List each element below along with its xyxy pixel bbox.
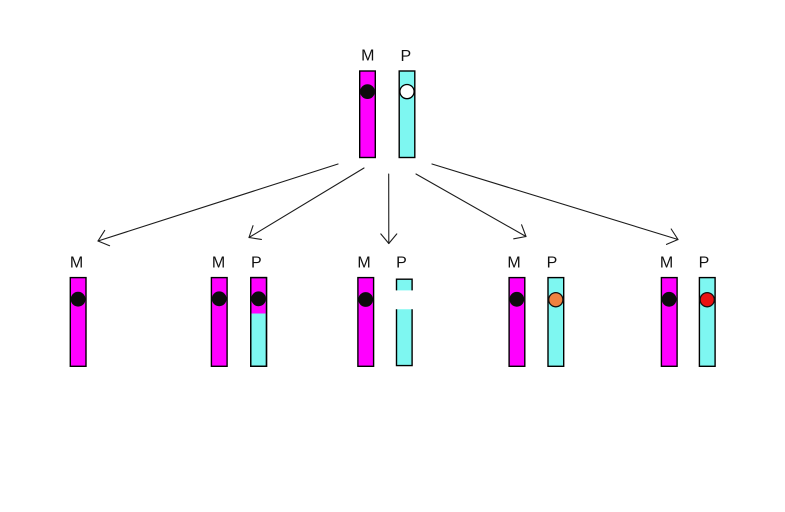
svg-text:M: M	[70, 255, 83, 272]
svg-text:P: P	[400, 48, 411, 65]
svg-text:P: P	[396, 255, 407, 272]
svg-text:M: M	[212, 255, 225, 272]
svg-text:P: P	[251, 255, 262, 272]
svg-text:M: M	[361, 48, 374, 65]
svg-text:M: M	[660, 255, 673, 272]
svg-text:P: P	[547, 255, 558, 272]
svg-text:M: M	[357, 255, 370, 272]
svg-text:M: M	[507, 255, 520, 272]
svg-text:P: P	[699, 255, 710, 272]
